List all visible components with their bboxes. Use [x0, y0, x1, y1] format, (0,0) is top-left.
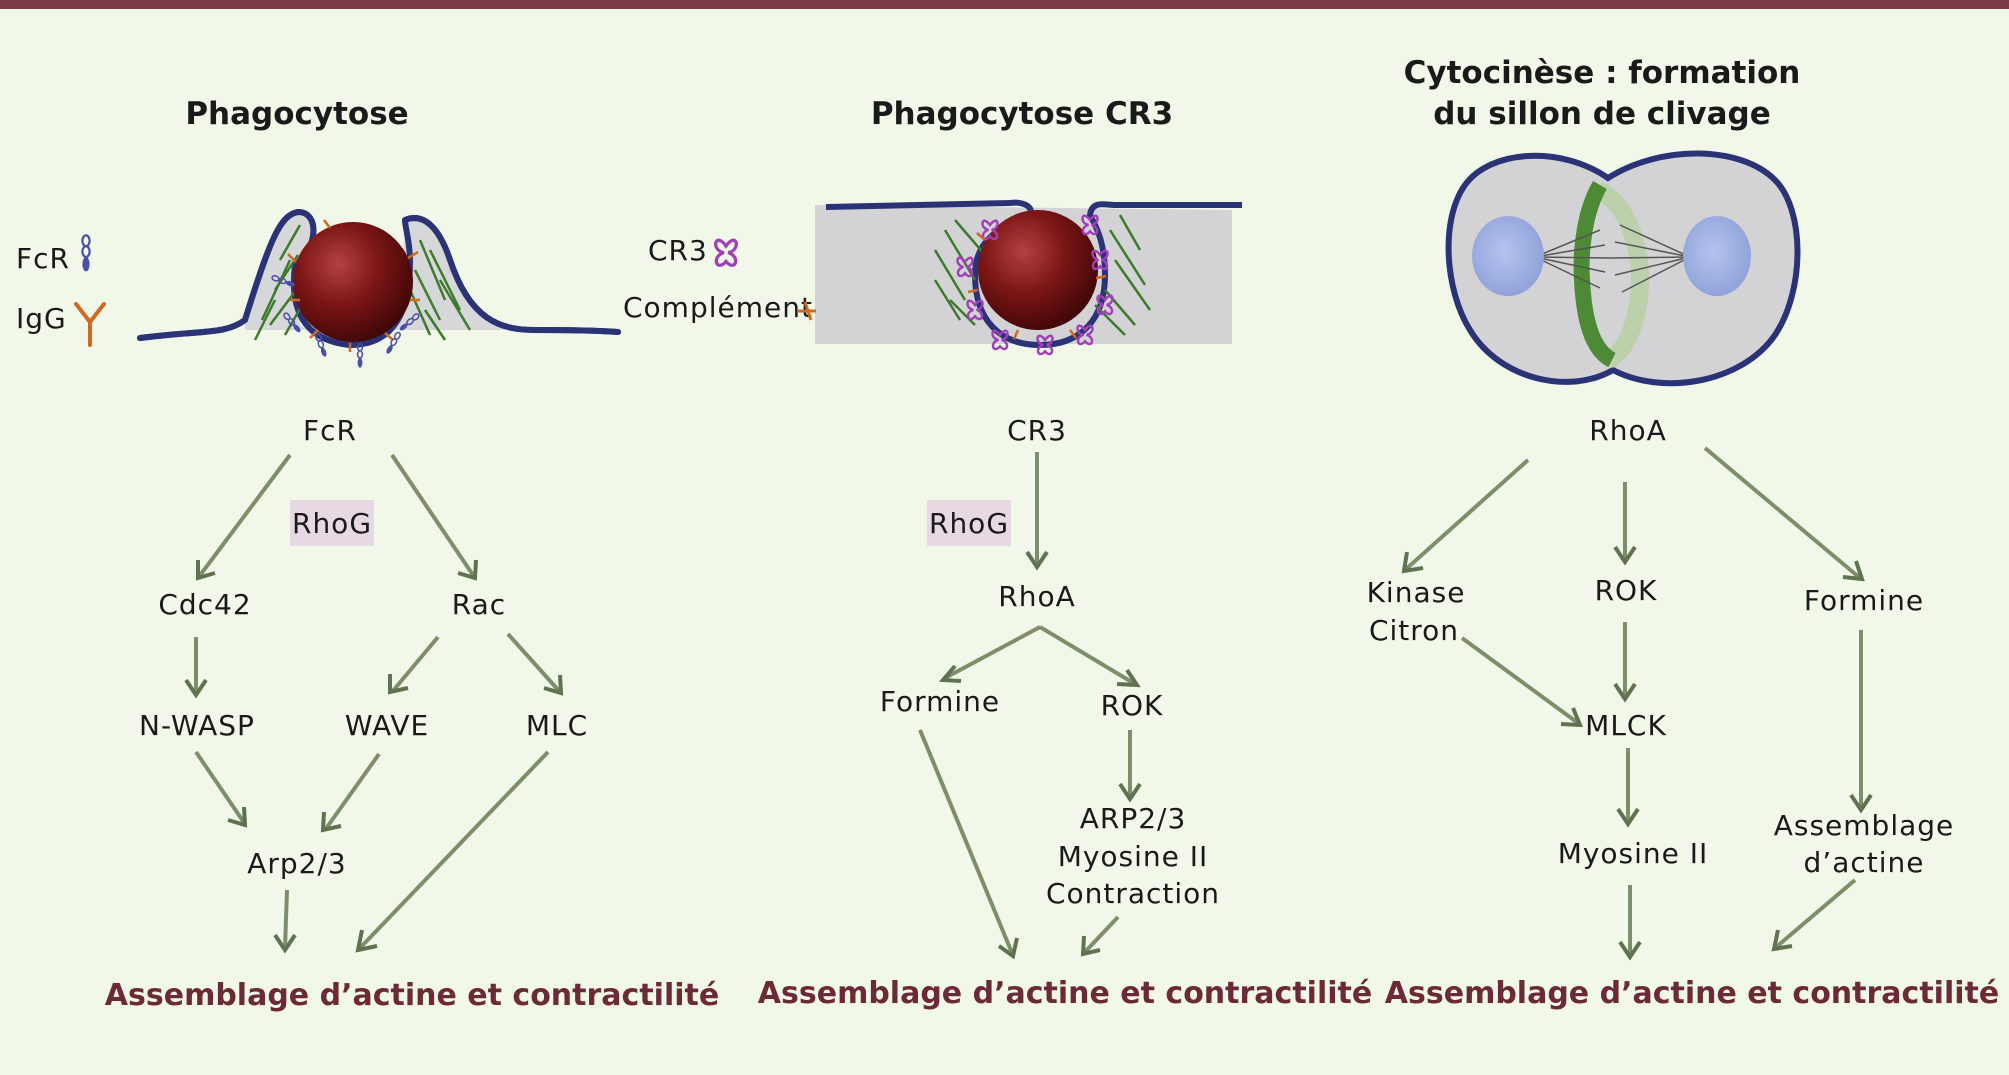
complement-icon: [797, 301, 816, 321]
p2-rok: ROK: [1101, 689, 1164, 722]
phagocytose-cr3-illustration: [815, 199, 1242, 356]
p2-contraction: Contraction: [1046, 877, 1220, 910]
p2-myosine: Myosine II: [1058, 840, 1209, 873]
legend-complement-label: Complément: [623, 291, 813, 324]
title-phagocytose: Phagocytose: [185, 96, 408, 132]
p1-arp23: Arp2/3: [247, 847, 347, 880]
p2-rhoa: RhoA: [998, 580, 1076, 613]
title-phagocytose-cr3: Phagocytose CR3: [871, 96, 1173, 132]
p3-rok: ROK: [1595, 574, 1658, 607]
p3-citron: Citron: [1369, 614, 1459, 647]
igg-antibody-icon: [74, 302, 106, 347]
p3-formine: Formine: [1804, 584, 1924, 617]
p3-actine: d’actine: [1804, 846, 1925, 879]
p2-bottom-label: Assemblage d’actine et contractilité: [758, 976, 1372, 1011]
p2-formine: Formine: [880, 685, 1000, 718]
title-cytocinese-line1: Cytocinèse : formation: [1404, 55, 1801, 91]
cytocinese-illustration: [1445, 150, 1801, 387]
top-bar: [0, 0, 2009, 9]
p3-bottom-label: Assemblage d’actine et contractilité: [1385, 976, 1999, 1011]
fcr-receptor-icon: [81, 234, 91, 273]
p2-arp23: ARP2/3: [1080, 802, 1187, 835]
legend-igg-label: IgG: [16, 302, 67, 335]
p1-arrows: [184, 453, 564, 954]
p1-fcr: FcR: [303, 414, 357, 447]
p2-cr3: CR3: [1007, 414, 1067, 447]
p1-rhog: RhoG: [292, 507, 372, 540]
cr3-receptor-icon: [714, 238, 738, 267]
p1-rhog-box: [290, 500, 374, 546]
p1-nwasp: N-WASP: [139, 709, 255, 742]
p1-bottom-label: Assemblage d’actine et contractilité: [105, 978, 719, 1013]
p3-rhoa: RhoA: [1589, 414, 1667, 447]
phagocytose-illustration: [137, 208, 621, 369]
p1-rac: Rac: [452, 588, 506, 621]
p3-assemblage: Assemblage: [1774, 809, 1955, 842]
title-cytocinese-line2: du sillon de clivage: [1433, 96, 1771, 132]
p2-rhog: RhoG: [929, 507, 1009, 540]
p2-rhog-box: [927, 500, 1011, 546]
p3-mlck: MLCK: [1585, 709, 1667, 742]
p1-wave: WAVE: [345, 709, 429, 742]
p1-mlc: MLC: [526, 709, 588, 742]
p3-arrows: [1401, 446, 1873, 961]
p3-kinase: Kinase: [1367, 576, 1466, 609]
legend-fcr-label: FcR: [16, 242, 70, 275]
legend-cr3-label: CR3: [648, 234, 708, 267]
p3-myosine: Myosine II: [1558, 837, 1709, 870]
p1-cdc42: Cdc42: [158, 588, 251, 621]
p2-arrows: [918, 452, 1142, 960]
